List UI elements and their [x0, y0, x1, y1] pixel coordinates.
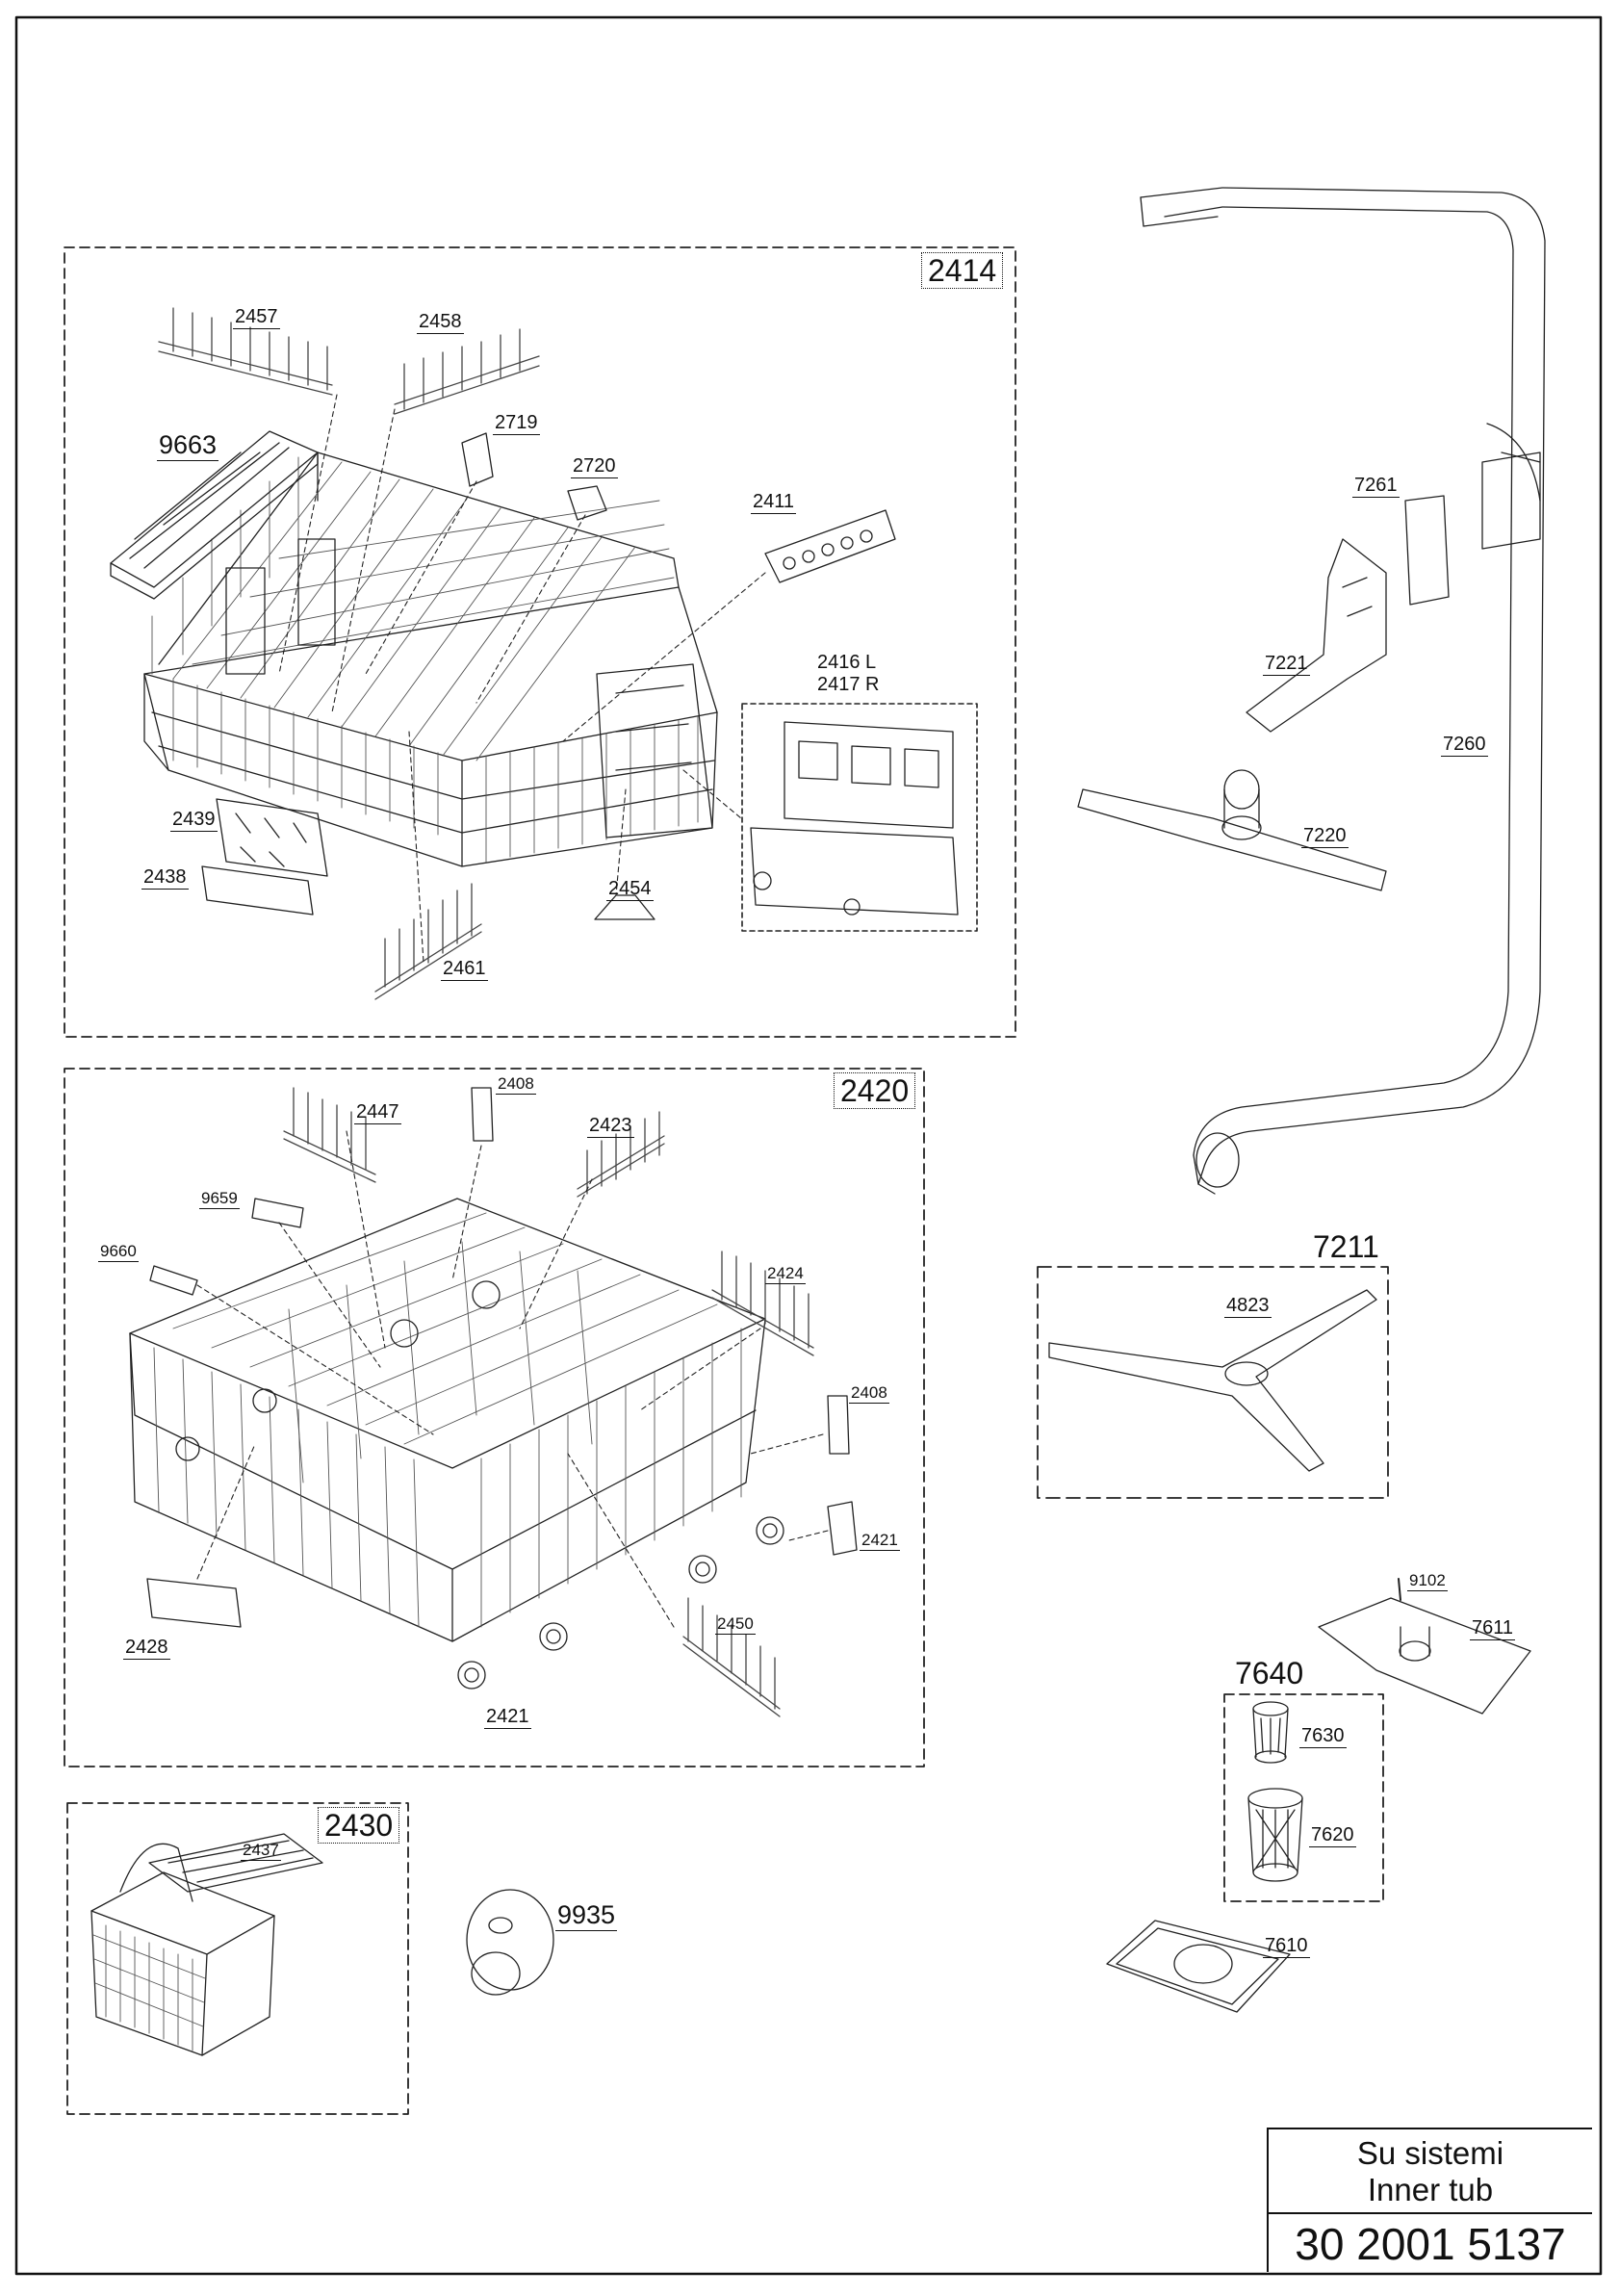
part-label-2421-bottom: 2421 [484, 1706, 531, 1729]
part-label-2439: 2439 [170, 809, 218, 832]
part-2438 [201, 865, 314, 916]
rack-2424 [711, 1251, 814, 1356]
part-2454 [594, 894, 655, 920]
rack-2461 [374, 883, 482, 1000]
part-9660 [149, 1265, 198, 1296]
part-label-7220: 7220 [1301, 825, 1349, 848]
leaders-2414 [278, 394, 766, 964]
group-label-7640: 7640 [1235, 1656, 1304, 1690]
part-label-9660: 9660 [98, 1242, 139, 1262]
group-box-7640 [1223, 1693, 1384, 1902]
spray-arm-7220 [1077, 769, 1387, 891]
part-7261 [1404, 495, 1450, 606]
part-2408-right [827, 1395, 850, 1455]
part-label-2454: 2454 [606, 878, 654, 901]
part-label-2417: 2417 R [817, 674, 880, 695]
title-part-number: 30 2001 5137 [1295, 2219, 1566, 2269]
title-block-name: Su sistemi Inner tub [1269, 2129, 1592, 2214]
part-label-2450: 2450 [715, 1614, 756, 1635]
page-border [14, 15, 1603, 2276]
part-label-2461: 2461 [441, 958, 488, 981]
group-label-2420: 2420 [834, 1072, 916, 1109]
rack-2458 [394, 328, 540, 415]
rack-2457 [158, 307, 333, 396]
part-label-2424: 2424 [765, 1264, 806, 1284]
group-box-7211 [1037, 1266, 1389, 1499]
part-label-2437: 2437 [241, 1841, 281, 1861]
part-label-2423: 2423 [587, 1115, 634, 1138]
part-7611 [1318, 1597, 1531, 1715]
micro-filter-7610 [1106, 1920, 1291, 2013]
part-label-2416: 2416 L [817, 652, 877, 673]
leaders-2420 [196, 1130, 829, 1628]
part-2439 [216, 798, 328, 877]
clip-2720 [567, 485, 607, 521]
part-7221 [1246, 538, 1387, 733]
part-2421-right [827, 1501, 858, 1556]
part-label-2458: 2458 [417, 311, 464, 334]
group-box-2430 [66, 1802, 409, 2115]
part-label-2447: 2447 [354, 1101, 401, 1124]
title-name-en: Inner tub [1367, 2172, 1494, 2207]
part-label-9659: 9659 [199, 1189, 240, 1209]
rack-2450 [682, 1597, 781, 1717]
part-label-7260: 7260 [1441, 734, 1488, 757]
part-label-7611: 7611 [1470, 1617, 1516, 1640]
part-label-2720: 2720 [571, 455, 618, 478]
group-box-2414 [64, 246, 1016, 1038]
group-box-2420 [64, 1068, 925, 1767]
group-label-2430: 2430 [318, 1807, 400, 1844]
part-label-7610: 7610 [1263, 1935, 1310, 1958]
part-label-2408-right: 2408 [849, 1383, 889, 1404]
filter-7620 [1247, 1788, 1303, 1882]
part-label-7630: 7630 [1299, 1725, 1347, 1748]
group-label-2414: 2414 [921, 252, 1004, 289]
water-pipe-7260 [1140, 187, 1546, 1195]
tray-9663 [110, 430, 319, 600]
upper-basket-illustration [143, 451, 718, 867]
part-label-4823: 4823 [1224, 1295, 1272, 1318]
part-label-9102: 9102 [1407, 1571, 1448, 1591]
title-block: Su sistemi Inner tub 30 2001 5137 [1267, 2128, 1592, 2272]
part-label-2408-top: 2408 [496, 1074, 536, 1095]
part-label-7620: 7620 [1309, 1824, 1356, 1847]
part-9659 [251, 1198, 304, 1228]
part-label-2411: 2411 [751, 491, 797, 514]
part-label-2719: 2719 [493, 412, 540, 435]
filter-7630 [1252, 1701, 1289, 1764]
part-label-2457: 2457 [233, 306, 280, 329]
part-label-2438: 2438 [141, 866, 189, 890]
title-name-tr: Su sistemi [1356, 2135, 1504, 2171]
part-label-9663: 9663 [157, 430, 219, 461]
part-label-7261: 7261 [1352, 475, 1400, 498]
part-9935 [466, 1889, 554, 1996]
part-2428 [146, 1578, 242, 1628]
screw-9102 [1398, 1578, 1401, 1601]
part-label-2421-right: 2421 [860, 1531, 900, 1551]
lower-basket-illustration [129, 1198, 784, 1690]
spray-arm-4823 [1048, 1289, 1377, 1472]
clip-2719 [461, 432, 494, 487]
part-2408-top [471, 1087, 494, 1142]
part-label-9935: 9935 [555, 1900, 618, 1931]
parts-2416-2417 [750, 721, 959, 916]
group-label-7211: 7211 [1313, 1229, 1379, 1264]
rack-2447 [283, 1087, 376, 1183]
part-label-7221: 7221 [1263, 653, 1310, 676]
group-box-2416-2417 [741, 703, 978, 932]
holder-2411 [764, 509, 896, 583]
cutlery-basket [90, 1833, 323, 2056]
part-label-2428: 2428 [123, 1637, 170, 1660]
